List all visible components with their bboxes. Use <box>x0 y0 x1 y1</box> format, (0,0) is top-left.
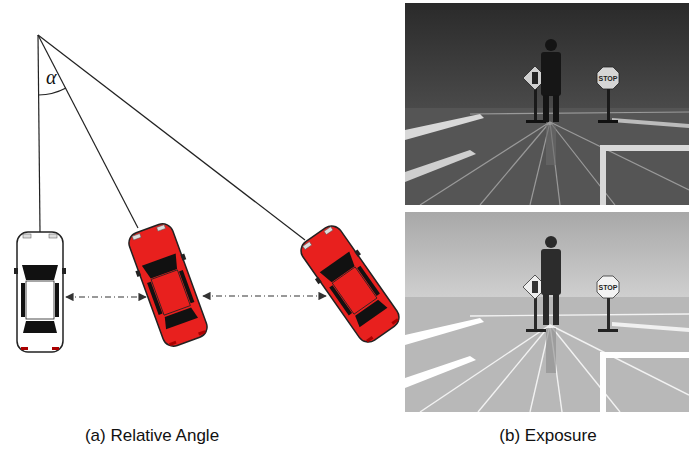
subfigure-caption: (b) Exposure <box>499 426 596 446</box>
white-car <box>14 232 66 352</box>
angle-symbol: α <box>46 66 57 89</box>
sign-text: STOP <box>599 284 618 291</box>
distance-arrows <box>66 296 326 297</box>
dark-photo <box>405 3 689 205</box>
sign-text: STOP <box>599 75 618 82</box>
subfigure-caption: (a) Relative Angle <box>85 426 219 446</box>
red-car <box>294 220 405 348</box>
red-car <box>123 220 213 351</box>
bright-photo <box>405 212 689 412</box>
angle-lines <box>38 35 305 240</box>
